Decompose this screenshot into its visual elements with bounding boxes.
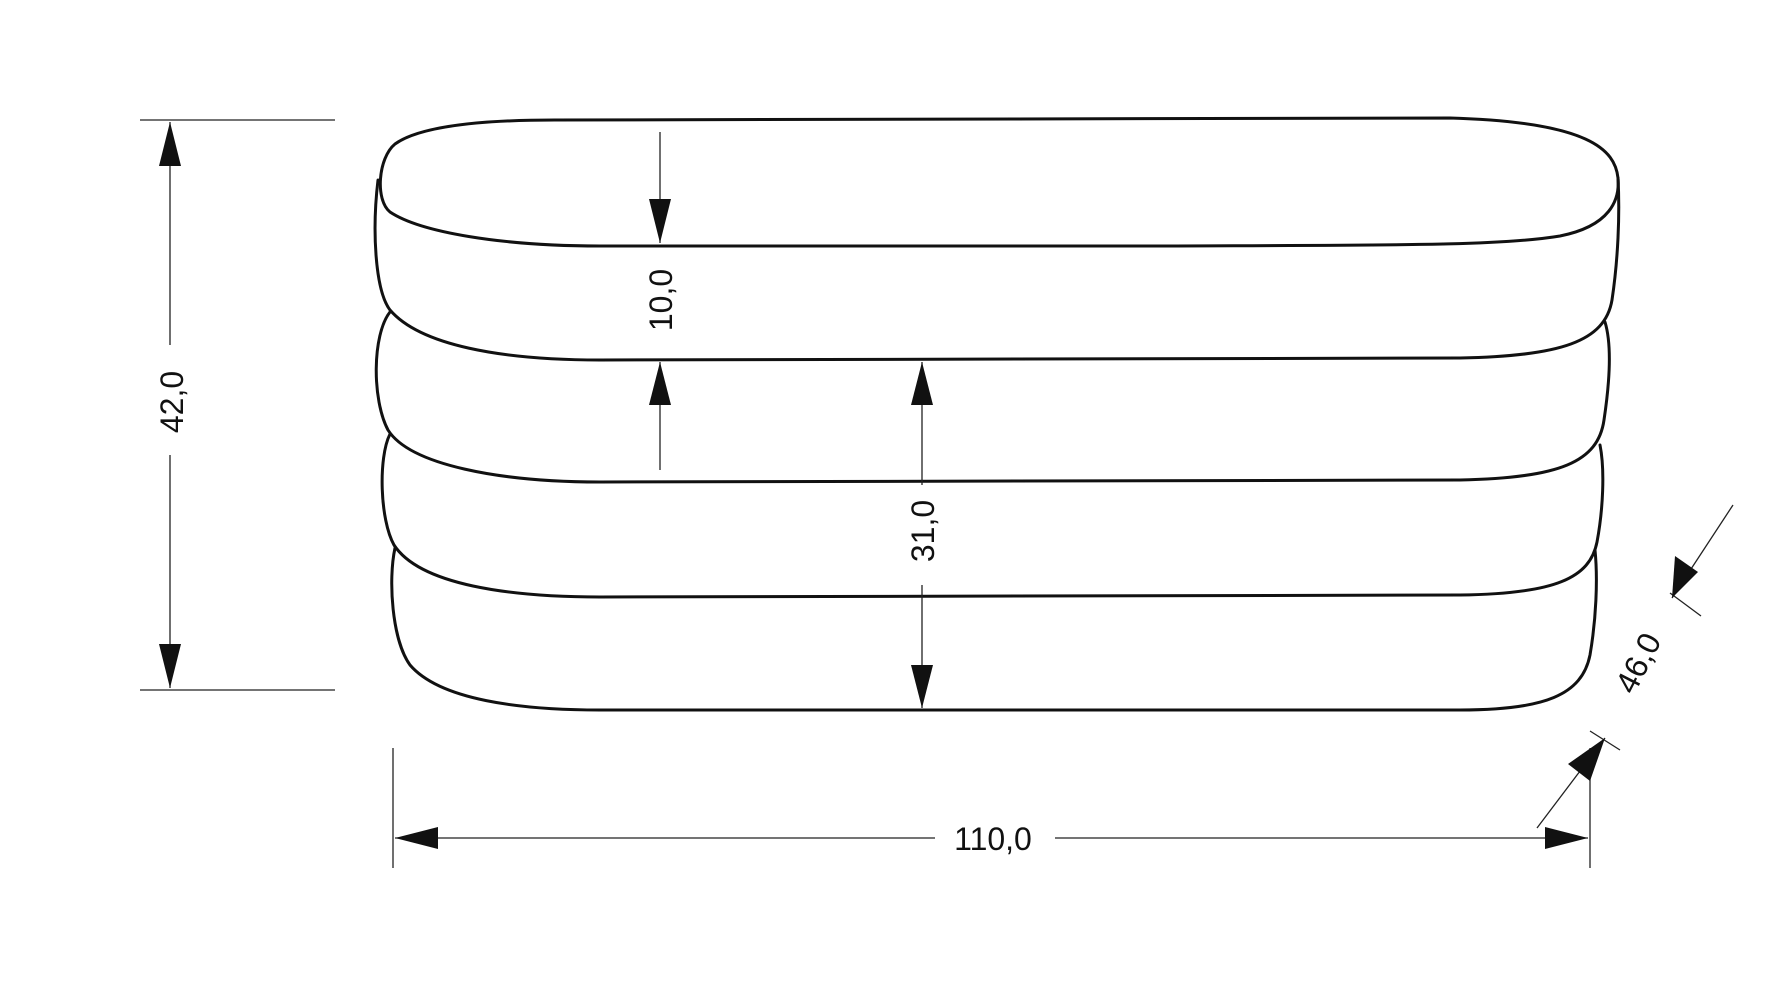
dimension-label-cushion-height: 10,0	[643, 269, 679, 331]
arrow-left-icon	[395, 827, 438, 849]
second-roll-outline	[374, 310, 1611, 484]
top-cushion-band	[373, 176, 1621, 362]
dimension-body-height: 31,0	[902, 362, 942, 708]
extension-tick-lower	[1589, 730, 1621, 751]
arrow-down-icon	[911, 665, 933, 708]
third-roll-outline	[380, 432, 1605, 599]
arrow-down-left-icon	[1672, 556, 1698, 598]
dimension-label-depth: 46,0	[1608, 627, 1668, 699]
dimension-label-width: 110,0	[954, 821, 1032, 857]
arrow-up-icon	[911, 362, 933, 405]
dimension-label-body-height: 31,0	[905, 500, 941, 562]
ottoman-outline	[373, 116, 1621, 712]
dimension-width: 110,0	[392, 748, 1591, 868]
arrow-up-icon	[649, 362, 671, 405]
dimension-total-height: 42,0	[140, 119, 335, 691]
dimension-depth: 46,0	[1536, 504, 1734, 829]
arrow-up-right-icon	[1568, 738, 1605, 781]
arrow-down-icon	[159, 644, 181, 688]
dimension-label-total-height: 42,0	[154, 371, 190, 433]
arrow-right-icon	[1545, 827, 1588, 849]
top-cushion-outline	[378, 116, 1620, 248]
extension-tick-upper	[1669, 592, 1702, 617]
arrow-up-icon	[159, 122, 181, 166]
arrow-down-icon	[649, 199, 671, 243]
dimension-cushion-height: 10,0	[643, 132, 679, 470]
bottom-roll-outline	[390, 546, 1598, 712]
